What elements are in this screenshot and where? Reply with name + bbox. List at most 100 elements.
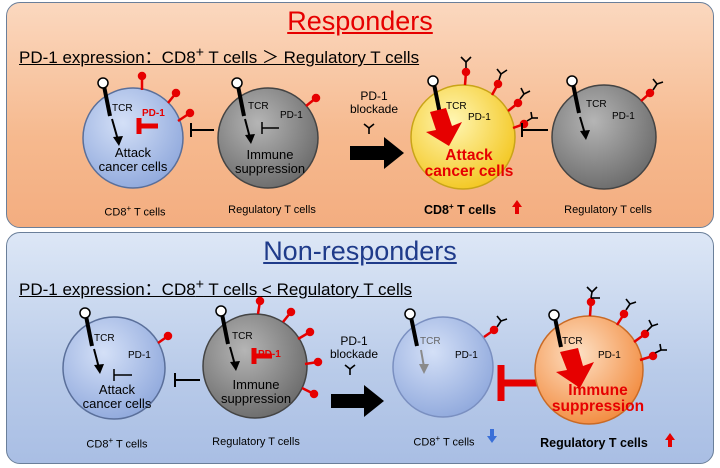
- pd1-receptor-icon: [483, 325, 499, 339]
- resp-cd8-activated-cell: [410, 56, 538, 190]
- signal-arrow-icon: [93, 348, 104, 374]
- caption-post: T cells: [453, 203, 497, 218]
- pd1-label: PD-1: [142, 108, 165, 119]
- inhibit-connector-icon: [190, 123, 214, 137]
- pd1-label: PD-1: [598, 350, 621, 361]
- non-cd8-cell-after: [392, 308, 508, 418]
- pd1-label: PD-1: [455, 350, 478, 361]
- pd1-label: PD-1: [128, 350, 151, 361]
- pd1-receptor-icon: [255, 296, 323, 399]
- cell-function-line2: cancer cells: [98, 158, 168, 174]
- tcr-receptor-icon: [231, 77, 246, 117]
- inhibition-icon: [136, 118, 158, 134]
- antibody-icon: [496, 315, 508, 328]
- cell-function-line2: suppression: [234, 160, 306, 176]
- cell-caption: CD8+ T cells: [424, 202, 496, 217]
- pd1-label: PD-1: [280, 110, 303, 121]
- inhibition-icon: [113, 369, 132, 381]
- cell-function-line1: Immune: [568, 382, 628, 399]
- blockade-arrow-icon: [350, 137, 404, 169]
- cell-caption: Regulatory T cells: [228, 204, 316, 216]
- blockade-arrow-icon: [331, 385, 384, 417]
- tcr-label: TCR: [248, 101, 269, 112]
- non-cd8-cell: [62, 307, 173, 420]
- responders-title: Responders: [287, 6, 433, 36]
- caption-sup: +: [435, 434, 441, 443]
- tcr-receptor-icon: [404, 308, 419, 347]
- cell-function-line1: Attack: [98, 382, 136, 397]
- pd1-receptor-icon: [137, 71, 195, 123]
- responders-expression: PD-1 expression：CD8+ T cells ＞ Regulator…: [19, 43, 419, 68]
- responders-expression-suffix: T cells ＞ Regulatory T cells: [203, 48, 420, 67]
- non-treg-cell: [202, 296, 323, 419]
- pd1-receptor-icon: [586, 297, 658, 362]
- antibody-icon: [586, 286, 667, 354]
- tcr-label: TCR: [562, 336, 583, 347]
- resp-treg-cell-after: [551, 75, 664, 190]
- caption-pre: CD8: [104, 206, 127, 219]
- responders-expression-sup: +: [195, 44, 204, 61]
- signal-arrow-icon: [111, 118, 123, 146]
- cell-caption: CD8+ T cells: [104, 204, 165, 219]
- cell-caption: CD8+ T cells: [86, 436, 147, 451]
- resp-cd8-cell: [82, 71, 195, 189]
- cell-function-line1: Attack: [114, 145, 152, 160]
- caption-sup: +: [448, 202, 454, 211]
- antibody-icon: [363, 123, 375, 134]
- tcr-label: TCR: [586, 99, 607, 110]
- blockade-line1: PD-1: [360, 89, 388, 103]
- tcr-receptor-icon: [97, 77, 112, 117]
- responders-expression-prefix: PD-1 expression：CD8: [19, 48, 196, 67]
- strong-signal-arrow-icon: [556, 348, 594, 388]
- tcr-receptor-icon: [548, 309, 563, 348]
- pd1-label: PD-1: [258, 349, 281, 360]
- tcr-label: TCR: [94, 333, 115, 344]
- cell-caption: Regulatory T cells: [564, 204, 652, 216]
- non-responders-expression-suffix: T cells < Regulatory T cells: [203, 280, 413, 299]
- caption-pre: CD8: [86, 438, 109, 451]
- caption-post: T cells: [131, 206, 166, 219]
- pd1-receptor-icon: [461, 67, 529, 130]
- up-arrow-icon: [665, 433, 675, 447]
- caption-pre: CD8: [413, 436, 436, 449]
- inhibition-icon: [251, 348, 272, 364]
- inhibit-connector-icon: [174, 373, 200, 387]
- non-responders-expression-sup: +: [195, 276, 204, 293]
- signal-arrow-icon: [229, 346, 240, 371]
- cell-function-line2: cancer cells: [82, 395, 152, 411]
- cell-function-line2: cancer cells: [424, 163, 514, 181]
- cell-function-line2: suppression: [551, 398, 645, 416]
- blockade-line1: PD-1: [340, 334, 368, 348]
- resp-treg-cell: [217, 77, 321, 189]
- caption-post: T cells: [440, 436, 475, 449]
- inhibit-connector-icon: [521, 123, 548, 137]
- tcr-label: TCR: [232, 331, 253, 342]
- non-treg-activated-cell: [534, 286, 667, 425]
- pd1-receptor-icon: [640, 88, 655, 102]
- down-arrow-icon: [487, 429, 497, 443]
- tcr-receptor-icon: [566, 75, 581, 114]
- non-responders-expression-prefix: PD-1 expression：CD8: [19, 280, 196, 299]
- non-responders-expression: PD-1 expression：CD8+ T cells < Regulator…: [19, 275, 412, 300]
- non-responders-title: Non-responders: [263, 236, 457, 266]
- caption-sup: +: [108, 436, 114, 445]
- cell-function-line1: Attack: [445, 147, 493, 164]
- signal-arrow-icon: [579, 116, 590, 140]
- antibody-icon: [652, 78, 664, 91]
- antibody-icon: [460, 56, 538, 122]
- cell-caption: Regulatory T cells: [212, 436, 300, 448]
- antibody-icon: [344, 364, 356, 375]
- cell-function-line1: Immune: [246, 147, 294, 162]
- tcr-label: TCR: [420, 336, 441, 347]
- caption-post: T cells: [113, 438, 148, 451]
- caption-pre: CD8: [423, 203, 449, 218]
- tcr-label: TCR: [112, 103, 133, 114]
- tcr-receptor-icon: [427, 75, 442, 115]
